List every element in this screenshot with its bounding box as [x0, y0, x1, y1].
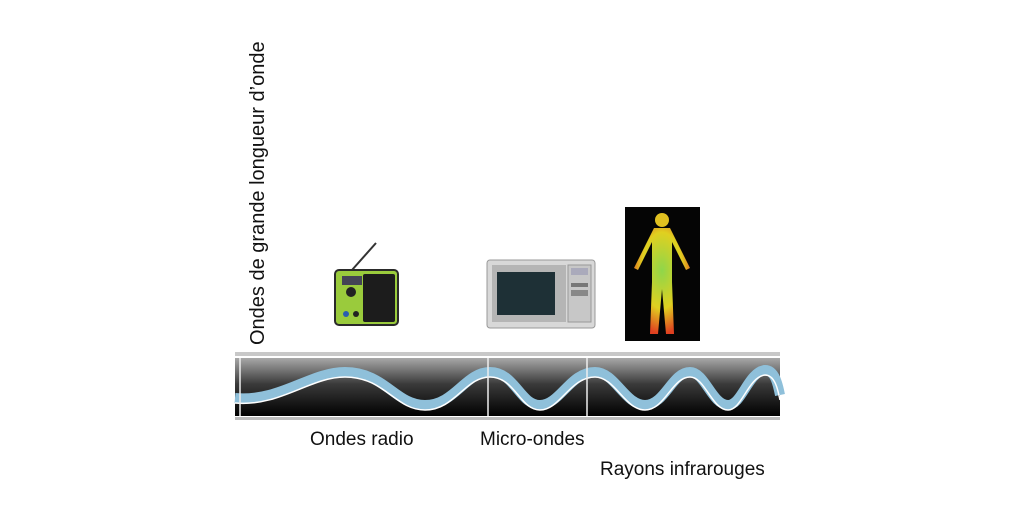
label-radio: Ondes radio [310, 429, 414, 450]
wave [234, 364, 785, 411]
microwave-icon [486, 259, 596, 329]
label-infrared: Rayons infrarouges [600, 459, 765, 480]
label-microwave: Micro-ondes [480, 429, 585, 450]
radio-icon [334, 242, 399, 326]
thermal-body-icon [625, 207, 700, 341]
spectrum-band [234, 352, 785, 420]
